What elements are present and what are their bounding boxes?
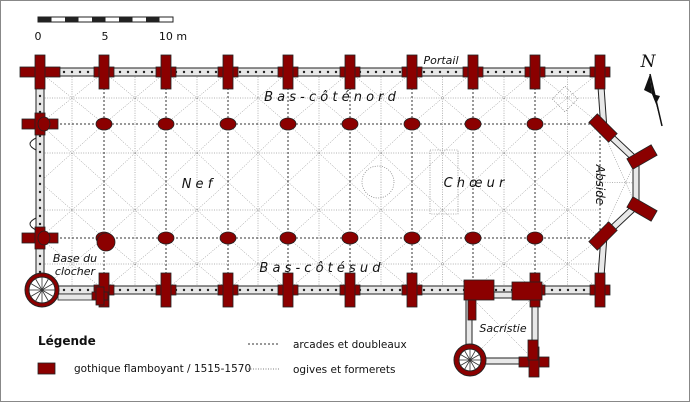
choir-label: C h œ u r — [444, 176, 506, 191]
portal-label: Portail — [423, 54, 458, 67]
sacristy-label: Sacristie — [479, 322, 526, 335]
bell-tower-stair — [24, 272, 60, 308]
vault-ribs — [39, 71, 637, 359]
legend-label-flamboyant: gothique flamboyant / 1515-1570 — [74, 363, 251, 375]
north-letter: N — [640, 52, 657, 72]
nave-label: N e f — [182, 177, 215, 192]
scale-bar: 0 5 10 m — [35, 16, 187, 43]
north-arrow-icon: N — [640, 52, 663, 127]
apse-label: Abside — [593, 164, 607, 205]
sacristy-stair — [453, 343, 487, 377]
south-aisle-label: B a s - c ô t é s u d — [259, 261, 381, 276]
legend-swatch-flamboyant — [37, 362, 56, 375]
bell-tower-label-line1: Base du — [53, 252, 97, 265]
legend-label-arcades: arcades et doubleaux — [293, 339, 407, 351]
scale-label-5: 5 — [102, 30, 109, 43]
bell-tower-label-line2: clocher — [55, 265, 97, 278]
legend-title: Légende — [38, 334, 96, 348]
legend: Légende gothique flamboyant / 1515-1570 … — [37, 334, 407, 376]
scale-label-10: 10 m — [159, 30, 187, 43]
scale-label-0: 0 — [35, 30, 42, 43]
north-aisle-label: B a s - c ô t é n o r d — [264, 90, 397, 105]
flamboyant-structure — [19, 54, 658, 378]
legend-label-ogives: ogives et formerets — [293, 364, 395, 376]
